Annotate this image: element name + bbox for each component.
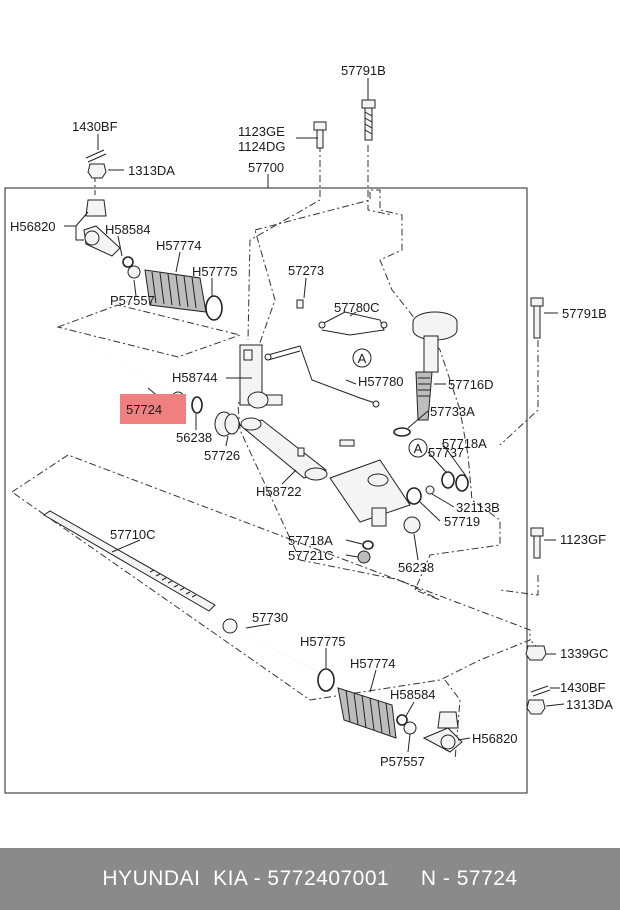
cap-57721c: [357, 550, 371, 564]
label-57700: 57700: [248, 160, 284, 175]
label-h58744: H58744: [172, 370, 218, 385]
ring-57719: [406, 487, 422, 505]
feed-line-h57780: [264, 345, 380, 408]
label-32113b: 32113B: [456, 500, 500, 515]
bolt-1123gf: [530, 527, 544, 559]
nut-p57557-top: [127, 265, 141, 279]
ring-57737: [441, 471, 455, 489]
highlight-57724: [120, 394, 186, 424]
label-h56820-bottom: H56820: [472, 731, 518, 746]
footer-bar: HYUNDAI KIA - 5772407001 N - 57724: [0, 848, 620, 910]
label-57718a-right: 57718A: [442, 436, 487, 451]
label-57721c: 57721C: [288, 548, 334, 563]
nut-1313da-bottom: [526, 699, 546, 715]
inner-tie-rod-57730: [222, 618, 319, 673]
label-h57775-bottom: H57775: [300, 634, 346, 649]
footer-part-number: HYUNDAI KIA - 5772407001 N - 57724: [102, 867, 518, 890]
inner-tie-rod-group-outline: [56, 304, 242, 358]
label-57718a-bottom: 57718A: [288, 533, 333, 548]
ring-57718a-bottom: [362, 540, 374, 550]
feed-line-57780c: [318, 311, 388, 336]
label-1313da-top: 1313DA: [128, 163, 175, 178]
bushing-57726: [214, 411, 240, 437]
label-57716d: 57716D: [448, 377, 494, 392]
bolt-57791b-right: [530, 297, 544, 339]
valve-assembly-57716d: [412, 311, 458, 421]
callout-a-marker-2: A: [408, 438, 428, 458]
valve-body: [329, 439, 421, 534]
label-h56820-top: H56820: [10, 219, 56, 234]
connector-57273: [296, 299, 304, 309]
label-57737: 57737: [428, 445, 464, 460]
label-1339gc: 1339GC: [560, 646, 608, 661]
label-57730: 57730: [252, 610, 288, 625]
label-1313da-bottom: 1313DA: [566, 697, 613, 712]
nut-1313da-top: [87, 163, 107, 179]
bolt-leader-dashes-3: [499, 340, 539, 446]
label-57791b-right: 57791B: [562, 306, 607, 321]
tie-rod-end-h56820-top: [83, 199, 121, 257]
label-57724: 57724: [126, 402, 162, 417]
callout-a-marker-1: A: [352, 348, 372, 368]
tie-rod-end-h56820-bottom: [422, 711, 463, 753]
label-56238-left: 56238: [176, 430, 212, 445]
cotter-pin-1430bf-bottom: [530, 685, 551, 697]
nut-1339gc: [525, 645, 547, 661]
bolt-57791b-top: [361, 99, 376, 141]
clamp-h57775-bottom: [317, 668, 335, 692]
bolt-leader-dashes-4: [499, 575, 539, 596]
label-1430bf-top: 1430BF: [72, 119, 118, 134]
ring-56238-left: [191, 396, 203, 414]
label-h58722: H58722: [256, 484, 302, 499]
label-57273: 57273: [288, 263, 324, 278]
label-h57774-bottom: H57774: [350, 656, 396, 671]
label-h58584-top: H58584: [105, 222, 151, 237]
washer-h58584-top: [122, 256, 134, 268]
leader-lines: [64, 78, 565, 753]
label-h58584-bottom: H58584: [390, 687, 436, 702]
label-p57557-bottom: P57557: [380, 754, 425, 769]
bolt-1123ge: [313, 121, 327, 149]
bracket-h58744: [239, 344, 283, 409]
bellows-h57774-bottom: [337, 687, 397, 739]
label-57791b-top: 57791B: [341, 63, 386, 78]
label-1123ge: 1123GE: [238, 124, 285, 139]
clamp-h57775-top: [205, 295, 223, 321]
bolt-leader-dashes-2: [367, 145, 393, 216]
bolt-leader-dashes: [247, 145, 321, 341]
callout-a-text-1: A: [358, 351, 367, 366]
label-56238-right: 56238: [398, 560, 434, 575]
assembly-frame: [4, 187, 528, 794]
cotter-pin-1430bf-top: [85, 149, 107, 163]
label-57719: 57719: [444, 514, 480, 529]
ring-57718a-right: [455, 474, 469, 492]
plug-32113b: [425, 485, 435, 495]
label-1124dg: 1124DG: [238, 139, 285, 154]
label-57726: 57726: [204, 448, 240, 463]
label-p57557-top: P57557: [110, 293, 155, 308]
label-h57774-top: H57774: [156, 238, 202, 253]
rack-57710c: [43, 510, 216, 612]
rack-housing-group-outline: [237, 189, 501, 601]
seal-57733a: [393, 427, 411, 437]
label-57780c: 57780C: [334, 300, 380, 315]
rack-housing-h58722: [238, 417, 328, 481]
callout-a-text-2: A: [414, 441, 423, 456]
label-h57775-top: H57775: [192, 264, 238, 279]
washer-h58584-bottom: [396, 714, 408, 726]
parts-diagram: A A: [4, 63, 613, 794]
label-h57780: H57780: [358, 374, 404, 389]
nut-p57557-bottom: [403, 721, 417, 735]
label-57733a: 57733A: [430, 404, 475, 419]
label-1123gf: 1123GF: [560, 532, 606, 547]
label-1430bf-bottom: 1430BF: [560, 680, 606, 695]
label-57710c: 57710C: [110, 527, 156, 542]
